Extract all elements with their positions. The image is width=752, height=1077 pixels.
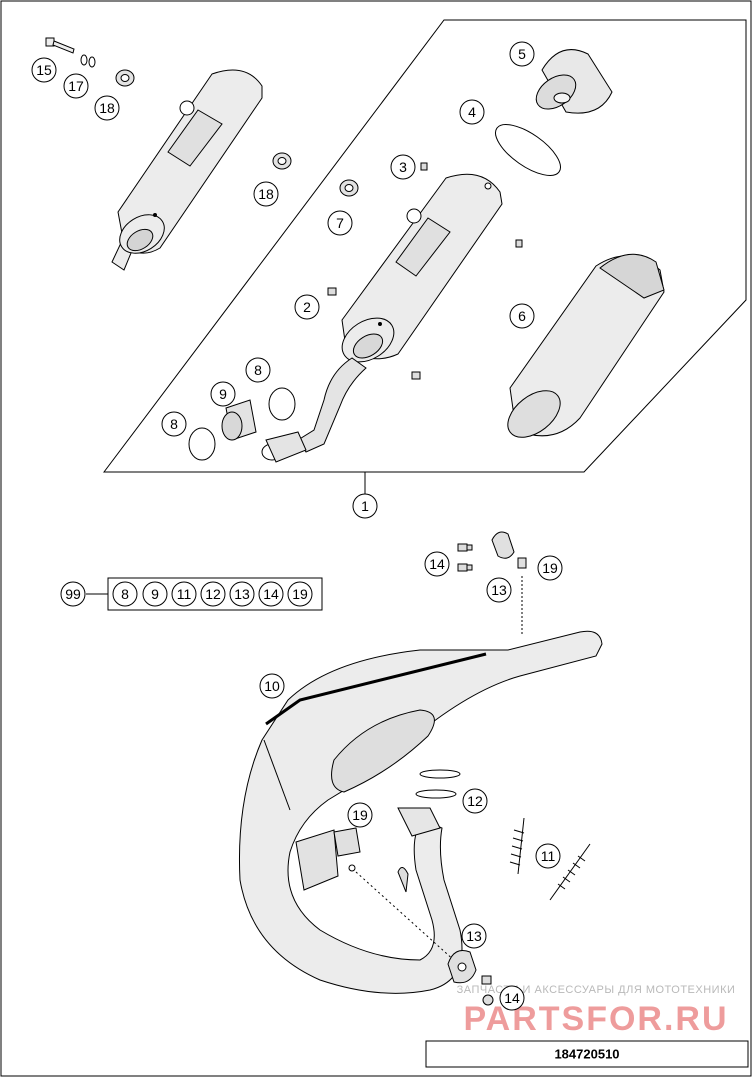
callout-2: 2 [294,294,320,320]
callout-13-lower: 13 [461,923,487,949]
callout-14-upper: 14 [424,551,450,577]
svg-text:11: 11 [541,848,556,864]
callout-7: 7 [327,210,353,236]
kit-99-box [107,577,323,611]
svg-text:8: 8 [254,362,262,378]
muffler-assembly-panel [102,19,747,473]
callout-18-lower: 18 [253,181,279,207]
callout-15: 15 [31,57,57,83]
svg-text:19: 19 [292,586,308,602]
svg-text:17: 17 [68,78,84,94]
kit-item-9: 9 [142,581,168,607]
callout-9: 9 [210,381,236,407]
callout-17: 17 [63,73,89,99]
svg-text:13: 13 [466,928,482,944]
svg-text:18: 18 [99,100,115,116]
svg-text:12: 12 [467,793,483,809]
callout-5: 5 [509,41,535,67]
svg-text:19: 19 [352,807,368,823]
grommet-18-part-upper [115,69,135,87]
bolt-15-part [45,37,75,54]
seal-8-part-left [188,427,216,461]
drawing-number: 184720510 [554,1047,619,1062]
svg-text:10: 10 [264,678,280,694]
kit-item-19: 19 [287,581,313,607]
callout-6: 6 [509,303,535,329]
callout-14-lower: 14 [499,985,525,1011]
svg-text:13: 13 [234,586,250,602]
clip-19-lower-part [333,827,361,857]
svg-text:13: 13 [491,582,507,598]
screw-2-part [327,287,421,380]
svg-text:14: 14 [263,586,279,602]
end-cap-5-part [535,49,613,114]
callout-10: 10 [259,673,285,699]
svg-text:12: 12 [205,586,221,602]
svg-text:6: 6 [518,308,526,324]
silencer-rear-view [111,69,263,271]
seal-8-part-right [268,387,296,421]
svg-text:8: 8 [170,416,178,432]
callout-3: 3 [390,154,416,180]
spring-11-part [509,817,591,901]
screw-3-part [420,162,523,248]
svg-text:99: 99 [65,586,81,602]
grommet-18-part-lower [272,152,292,170]
svg-text:2: 2 [303,299,311,315]
kit-item-13: 13 [229,581,255,607]
drawing-number-box [425,1040,749,1068]
svg-text:9: 9 [151,586,159,602]
clip-19-upper-part [517,557,527,569]
callout-8-left: 8 [161,411,187,437]
svg-text:1: 1 [361,498,369,514]
washer-17-part [80,54,96,68]
callout-19-upper: 19 [537,555,563,581]
sleeve-9-part [221,399,257,441]
silencer-sleeve-6-part [507,253,665,438]
svg-text:19: 19 [542,560,558,576]
kit-item-14: 14 [258,581,284,607]
svg-text:14: 14 [429,556,445,572]
callout-11: 11 [535,843,561,869]
callout-12: 12 [462,788,488,814]
bracket-13-lower-part [447,950,477,984]
callout-19-lower: 19 [347,802,373,828]
bracket-13-upper-part [491,531,515,559]
callout-4: 4 [459,99,485,125]
callout-8-right: 8 [245,357,271,383]
callout-13-upper: 13 [486,577,512,603]
svg-text:5: 5 [518,46,526,62]
silencer-body-part [261,173,503,463]
svg-text:15: 15 [36,62,52,78]
header-pipe-10-part [238,630,603,994]
ring-12-part-b [415,789,457,799]
svg-text:7: 7 [336,215,344,231]
svg-text:14: 14 [504,990,520,1006]
callout-99: 99 [60,581,86,607]
svg-text:8: 8 [121,586,129,602]
callout-1: 1 [352,493,378,519]
o-ring-4-part [495,124,561,176]
kit-item-12: 12 [200,581,226,607]
svg-text:3: 3 [399,159,407,175]
bolt-14-lower-part [481,975,494,1006]
svg-text:18: 18 [258,186,274,202]
callout-18-upper: 18 [94,95,120,121]
svg-text:9: 9 [219,386,227,402]
watermark-tagline: ЗАПЧАСТИ И АКСЕССУАРЫ ДЛЯ МОТОТЕХНИКИ [457,984,736,996]
ring-12-part-a [419,769,461,779]
grommet-7-part [339,179,359,197]
svg-text:4: 4 [468,104,476,120]
kit-item-8: 8 [112,581,138,607]
svg-text:11: 11 [177,586,192,602]
kit-item-11: 11 [171,581,197,607]
bolt-14-upper-part [457,543,473,572]
